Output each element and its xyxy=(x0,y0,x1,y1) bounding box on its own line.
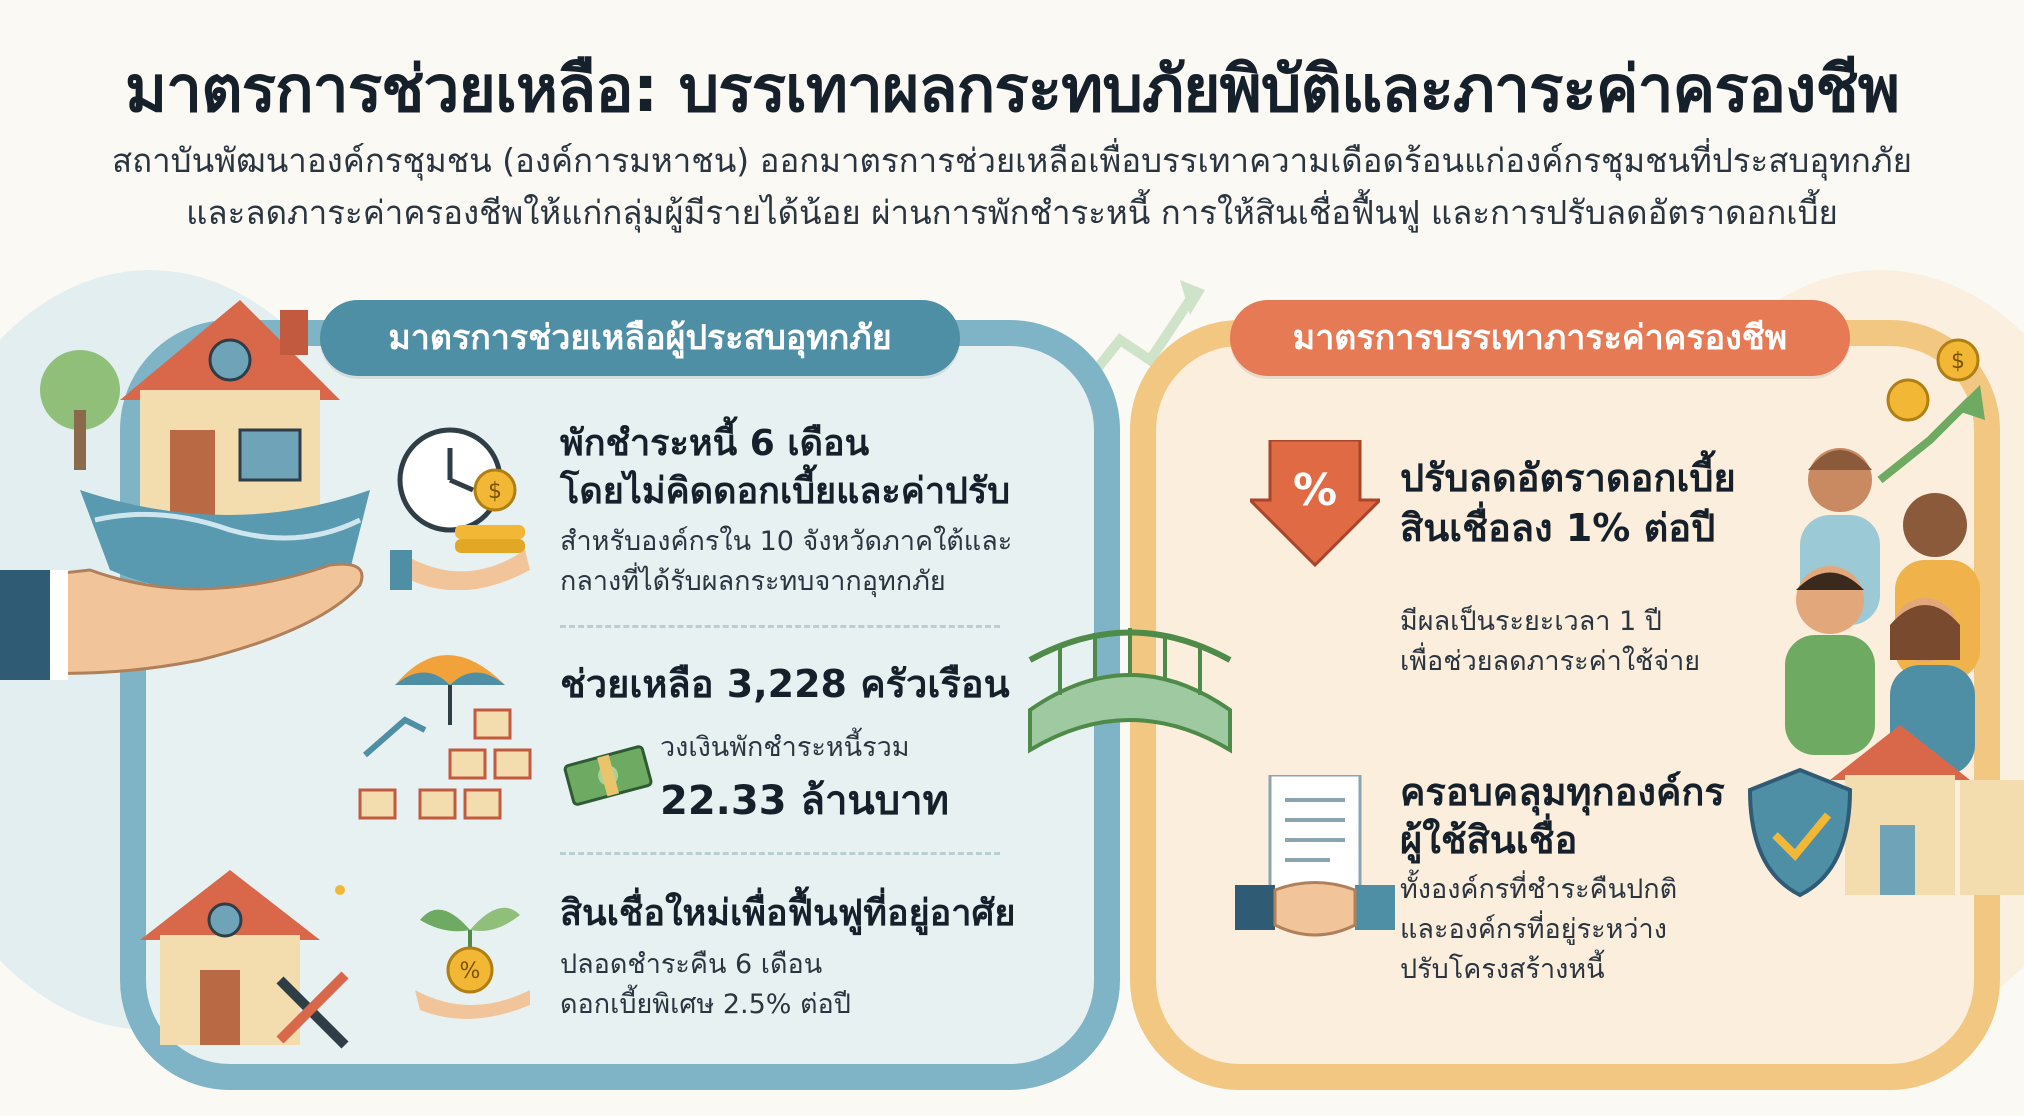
page-subtitle-line2: และลดภาระค่าครองชีพให้แก่กลุ่มผู้มีรายได… xyxy=(186,193,1838,232)
cost-of-living-heading: มาตรการบรรเทาภาระค่าครองชีพ xyxy=(1230,300,1850,376)
divider xyxy=(560,852,1000,855)
seedling-coin-icon: % xyxy=(415,907,530,1019)
svg-text:$: $ xyxy=(488,479,502,504)
family-house-illustration: $ xyxy=(1747,338,2024,898)
flood-item2-title: ช่วยเหลือ 3,228 ครัวเรือน xyxy=(560,662,1010,706)
svg-text:%: % xyxy=(460,959,481,984)
percent-icon-text: % xyxy=(1293,465,1337,516)
flood-item2-amount: 22.33 ล้านบาท xyxy=(660,778,949,824)
flood-item1-title-line1: พักชำระหนี้ 6 เดือน xyxy=(560,423,870,464)
flood-item3-desc-line1: ปลอดชำระคืน 6 เดือน xyxy=(560,949,823,980)
page-title: มาตรการช่วยเหลือ: บรรเทาผลกระทบภัยพิบัติ… xyxy=(124,53,1900,127)
coin-glyph: $ xyxy=(1951,349,1965,374)
bridge-illustration xyxy=(1028,628,1232,754)
cost-item2-desc-line1: ทั้งองค์กรที่ชำระคืนปกติ xyxy=(1400,874,1678,905)
flood-item3-title: สินเชื่อใหม่เพื่อฟื้นฟูที่อยู่อาศัย xyxy=(560,893,1016,934)
house-in-hand-illustration xyxy=(0,300,370,680)
flood-relief-heading: มาตรการช่วยเหลือผู้ประสบอุทกภัย xyxy=(320,300,960,376)
clock-coin-icon: $ xyxy=(390,427,530,590)
cost-item1-desc-line2: เพื่อช่วยลดภาระค่าใช้จ่าย xyxy=(1400,646,1701,677)
divider xyxy=(560,625,1000,628)
cost-item1-title-line2: สินเชื่อลง 1% ต่อปี xyxy=(1400,506,1716,550)
umbrella-houses-icon xyxy=(358,655,532,820)
flood-item1-desc-line1: สำหรับองค์กรใน 10 จังหวัดภาคใต้และ xyxy=(560,526,1013,557)
cost-item1-desc-line1: มีผลเป็นระยะเวลา 1 ปี xyxy=(1400,606,1662,637)
percent-down-arrow-icon: % xyxy=(1250,440,1380,568)
cost-item1-title-line1: ปรับลดอัตราดอกเบี้ย xyxy=(1400,456,1736,500)
document-handshake-icon xyxy=(1235,775,1395,937)
cost-item2-title-line2: ผู้ใช้สินเชื่อ xyxy=(1400,818,1578,862)
flood-item2-desc: วงเงินพักชำระหนี้รวม xyxy=(660,732,910,763)
cost-item2-title-line1: ครอบคลุมทุกองค์กร xyxy=(1400,770,1725,814)
flood-item1-title-line2: โดยไม่คิดดอกเบี้ยและค่าปรับ xyxy=(560,471,1011,512)
cost-item2-desc-line2: และองค์กรที่อยู่ระหว่าง xyxy=(1400,914,1667,945)
house-repair-illustration xyxy=(140,870,349,1049)
page-subtitle-line1: สถาบันพัฒนาองค์กรชุมชน (องค์การมหาชน) ออ… xyxy=(112,141,1912,180)
cost-item2-desc-line3: ปรับโครงสร้างหนี้ xyxy=(1400,954,1605,985)
flood-item1-desc-line2: กลางที่ได้รับผลกระทบจากอุทกภัย xyxy=(560,566,946,597)
money-stack-icon xyxy=(563,745,653,806)
flood-item3-desc-line2: ดอกเบี้ยพิเศษ 2.5% ต่อปี xyxy=(560,989,851,1020)
